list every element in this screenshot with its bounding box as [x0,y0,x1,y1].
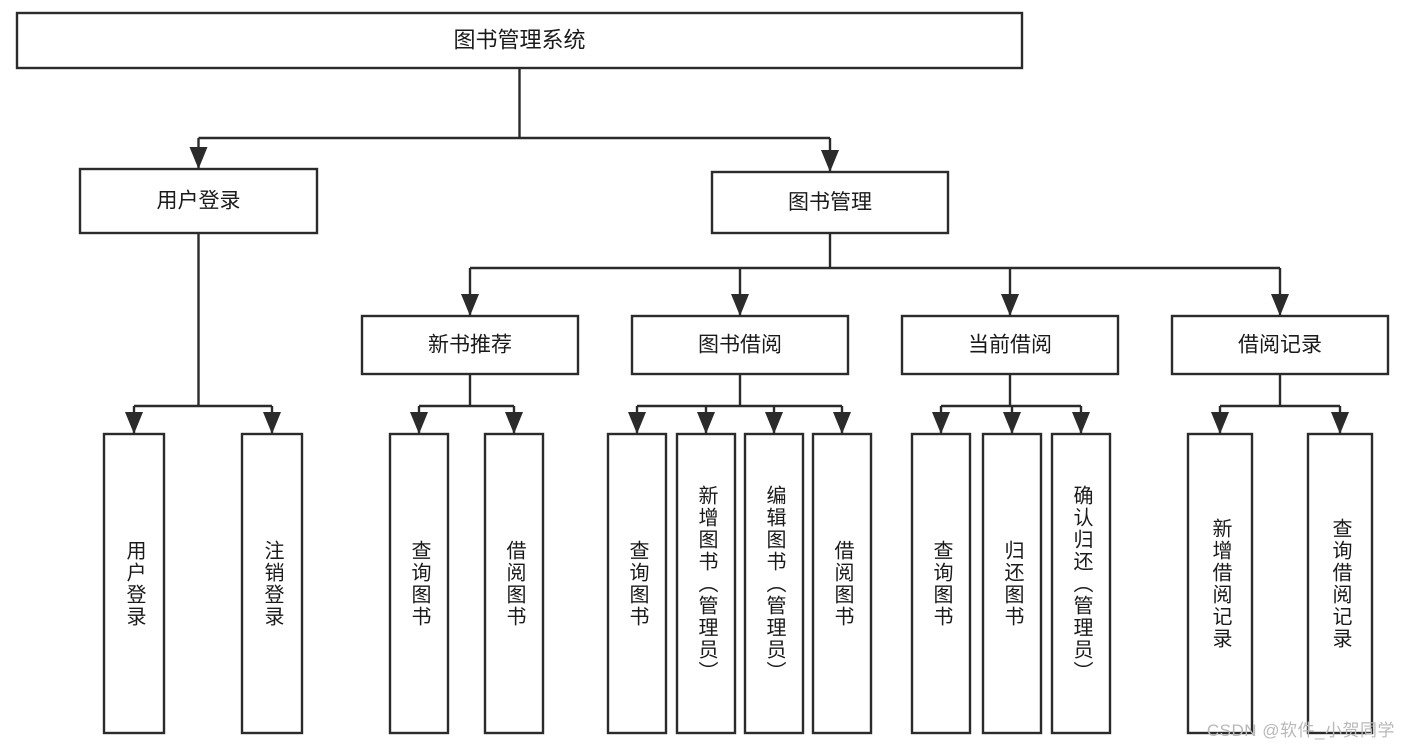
arrow-head-icon-l3-1 [731,294,749,316]
arrow-head-icon-current_borrow-1 [1003,412,1021,434]
node-label-root: 图书管理系统 [453,27,585,52]
arrow-head-icon-book_borrow-0 [628,412,646,434]
node-leaf-current_borrow-1[interactable] [981,432,1043,735]
node-label-l2-1: 图书管理 [788,191,872,214]
arrow-head-icon-new_book_recommend-0 [410,412,428,434]
boxes-layer [15,11,1390,735]
node-leaf-user_login-1[interactable] [240,432,304,735]
node-label-l2-0: 用户登录 [157,190,241,213]
node-leaf-book_borrow-3[interactable] [811,432,873,735]
arrow-head-icon-l3-0 [461,294,479,316]
node-leaf-new_book_recommend-1[interactable] [483,432,545,735]
node-leaf-new_book_recommend-0[interactable] [388,432,450,735]
node-l3-图书借阅[interactable] [630,314,850,376]
arrow-head-icon-borrow_record-1 [1331,412,1349,434]
arrow-head-icon-user_login-0 [125,412,143,434]
arrow-head-icon-l3-3 [1271,294,1289,316]
arrow-head-icon-l2-1 [821,150,839,172]
node-l3-当前借阅[interactable] [900,314,1120,376]
connectors-layer [125,68,1349,434]
arrow-head-icon-book_borrow-1 [697,412,715,434]
node-label-l3-2: 当前借阅 [968,334,1052,357]
node-leaf-book_borrow-2[interactable] [743,432,805,735]
node-label-l3-0: 新书推荐 [428,334,512,357]
node-leaf-current_borrow-2[interactable] [1050,432,1112,735]
arrow-head-icon-l3-2 [1001,294,1019,316]
node-l3-新书推荐[interactable] [360,314,580,376]
node-l2-图书管理[interactable] [710,170,950,235]
node-l3-借阅记录[interactable] [1170,314,1390,376]
node-leaf-borrow_record-1[interactable] [1306,432,1374,735]
arrow-head-icon-current_borrow-2 [1072,412,1090,434]
node-leaf-current_borrow-0[interactable] [910,432,972,735]
arrow-head-icon-current_borrow-0 [932,412,950,434]
node-l2-用户登录[interactable] [78,167,319,235]
node-leaf-user_login-0[interactable] [102,432,166,735]
watermark-text: CSDN @软件_小贺同学 [1206,721,1395,740]
node-label-l3-1: 图书借阅 [698,334,782,357]
node-root-图书管理系统[interactable] [15,11,1024,70]
node-leaf-book_borrow-1[interactable] [675,432,737,735]
arrow-head-icon-new_book_recommend-1 [505,412,523,434]
arrow-head-icon-user_login-1 [263,412,281,434]
arrow-head-icon-book_borrow-2 [765,412,783,434]
node-label-l3-3: 借阅记录 [1238,334,1322,357]
arrow-head-icon-borrow_record-0 [1211,412,1229,434]
node-leaf-borrow_record-0[interactable] [1186,432,1254,735]
node-leaf-book_borrow-0[interactable] [606,432,668,735]
arrow-head-icon-book_borrow-3 [833,412,851,434]
arrow-head-icon-l2-0 [189,147,208,169]
